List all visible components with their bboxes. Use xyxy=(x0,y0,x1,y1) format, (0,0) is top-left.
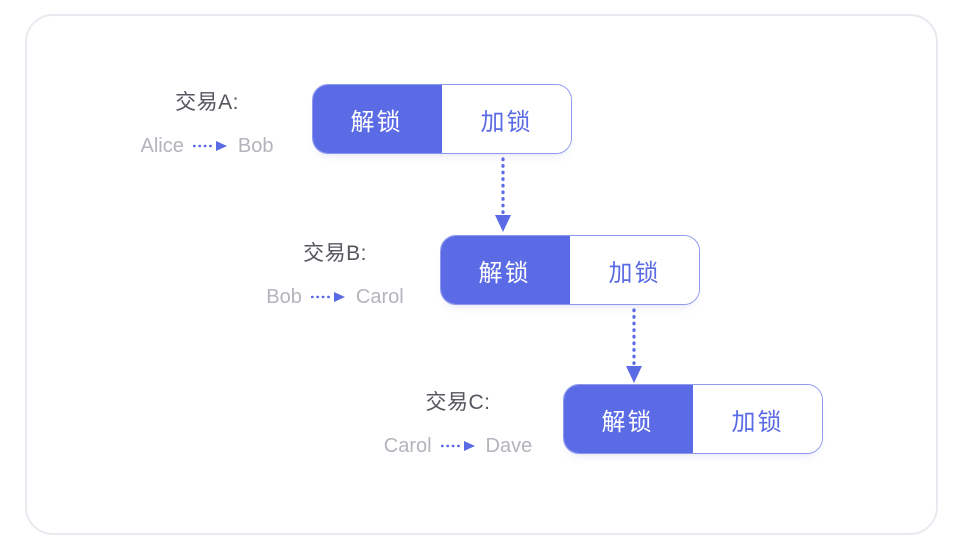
dotted-arrow-right-icon xyxy=(440,441,475,451)
dotted-arrow-right-icon xyxy=(310,292,345,302)
dotted-arrow-right-icon xyxy=(192,141,227,151)
dotted-arrow-down-icon xyxy=(626,308,642,383)
unlock-segment: 解锁 xyxy=(313,85,442,153)
transaction-parties: Alice Bob xyxy=(97,133,317,159)
party-to: Dave xyxy=(485,435,533,457)
unlock-segment: 解锁 xyxy=(441,236,570,304)
transaction-parties: Carol Dave xyxy=(348,433,568,459)
transaction-a-box: 解锁 加锁 xyxy=(312,84,572,154)
lock-segment: 加锁 xyxy=(570,236,699,304)
party-to: Carol xyxy=(355,286,404,308)
lock-segment: 加锁 xyxy=(442,85,571,153)
party-from: Alice xyxy=(140,135,184,157)
transaction-a-label: 交易A: Alice Bob xyxy=(97,90,317,159)
transaction-parties: Bob Carol xyxy=(225,284,445,310)
transaction-title: 交易A: xyxy=(175,91,239,114)
party-from: Bob xyxy=(266,286,302,308)
lock-segment: 加锁 xyxy=(693,385,822,453)
party-from: Carol xyxy=(383,435,432,457)
transaction-c-label: 交易C: Carol Dave xyxy=(348,390,568,459)
transaction-b-label: 交易B: Bob Carol xyxy=(225,241,445,310)
transaction-title: 交易B: xyxy=(303,242,367,265)
unlock-segment: 解锁 xyxy=(564,385,693,453)
dotted-arrow-down-icon xyxy=(495,157,511,232)
party-to: Bob xyxy=(237,135,274,157)
transaction-c-box: 解锁 加锁 xyxy=(563,384,823,454)
transaction-title: 交易C: xyxy=(425,391,491,414)
transaction-b-box: 解锁 加锁 xyxy=(440,235,700,305)
